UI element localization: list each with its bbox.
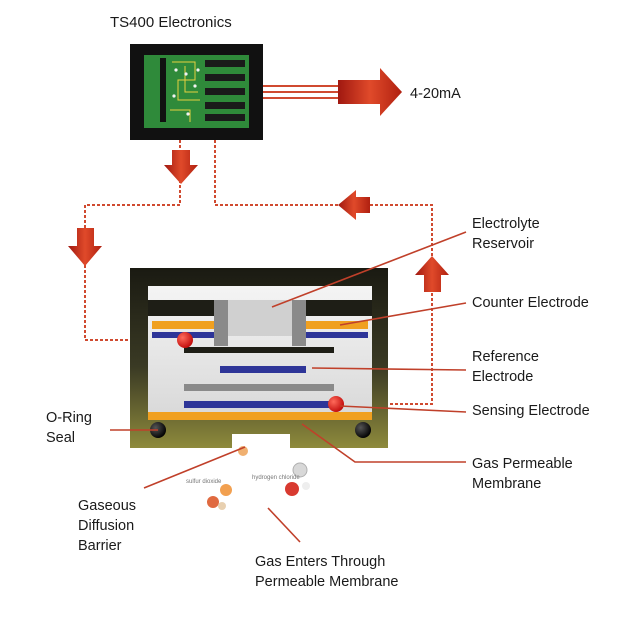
output-label: 4-20mA [410, 86, 461, 102]
electronics-title: TS400 Electronics [110, 14, 232, 31]
label-membrane-line1: Gas Permeable [472, 456, 573, 472]
label-barrier-line3: Barrier [78, 538, 122, 554]
arrow-down-upper [164, 150, 198, 184]
label-electrolyte-line2: Reservoir [472, 236, 535, 252]
circuit-wires [84, 140, 433, 405]
label-barrier-line1: Gaseous [78, 498, 137, 514]
label-sensing-line1: Sensing Electrode [472, 403, 590, 419]
counter-electrode-right [306, 321, 368, 329]
label-o-ring-seal: O-Ring Seal [46, 408, 92, 448]
permeable-membrane [148, 412, 372, 420]
arrow-down-left [68, 228, 102, 266]
arrow-up-right [415, 256, 449, 292]
arrow-left [338, 190, 370, 220]
sensing-electrode [184, 401, 334, 408]
contact-sensing [328, 396, 344, 412]
o-ring-right [355, 422, 371, 438]
label-gaseous-diffusion-barrier: Gaseous Diffusion Barrier [78, 496, 136, 556]
svg-text:sulfur dioxide: sulfur dioxide [186, 479, 222, 485]
label-electrolyte-reservoir: Electrolyte Reservoir [472, 214, 540, 254]
electronics-board [130, 44, 263, 140]
label-gas-permeable-membrane: Gas Permeable Membrane [472, 454, 573, 494]
label-oring-line1: O-Ring [46, 410, 92, 426]
label-sensing-electrode: Sensing Electrode [472, 401, 590, 421]
wire-right-loop [214, 140, 433, 405]
flow-arrows [68, 150, 449, 292]
output-arrow [338, 68, 402, 116]
reference-electrode [220, 366, 306, 373]
label-reference-line1: Reference [472, 349, 539, 365]
wire-left-loop [84, 140, 183, 341]
label-reference-line2: Electrode [472, 369, 534, 385]
label-counter-line1: Counter Electrode [472, 295, 589, 311]
label-oring-line2: Seal [46, 430, 76, 446]
label-barrier-line2: Diffusion [78, 518, 135, 534]
output-wires [263, 85, 340, 99]
contact-counter [177, 332, 193, 348]
gas-molecules: sulfur dioxide hydrogen chloride [186, 446, 310, 510]
label-membrane-line2: Membrane [472, 476, 542, 492]
label-gas-enters-line2: Permeable Membrane [255, 574, 399, 590]
label-counter-electrode: Counter Electrode [472, 293, 589, 313]
sensor-housing [130, 268, 388, 448]
leader-lines [110, 231, 467, 543]
label-electrolyte-line1: Electrolyte [472, 216, 540, 232]
label-reference-electrode: Reference Electrode [472, 347, 539, 387]
label-gas-enters-line1: Gas Enters Through [255, 554, 386, 570]
counter-electrode-left [152, 321, 214, 329]
svg-text:hydrogen chloride: hydrogen chloride [252, 475, 300, 481]
label-gas-enters: Gas Enters Through Permeable Membrane [255, 552, 398, 592]
